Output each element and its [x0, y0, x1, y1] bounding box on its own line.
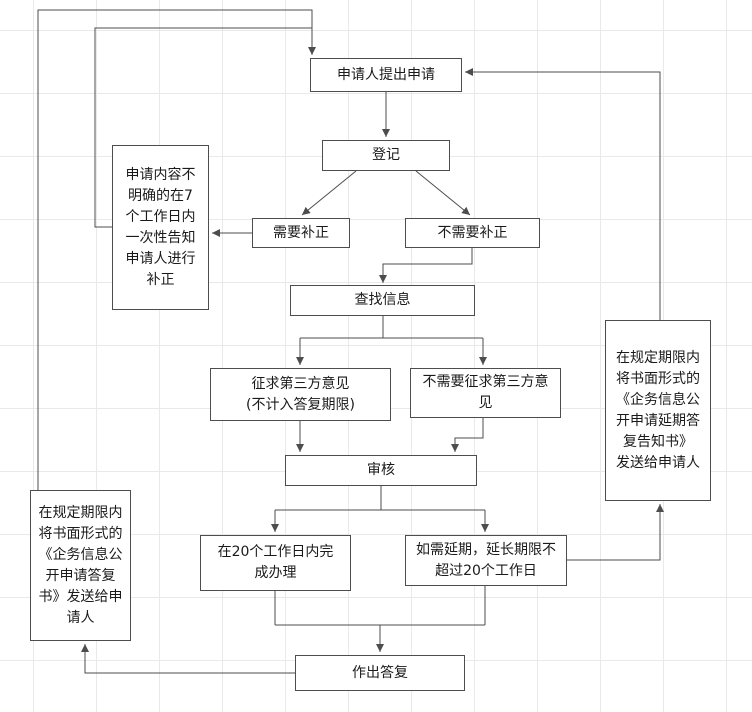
- flow-node-third-party-opinion[interactable]: 征求第三方意见 (不计入答复期限): [210, 368, 391, 421]
- edge-make-reply-to-reply-letter: [81, 644, 295, 674]
- flow-node-applicant-apply-label: 申请人提出申请: [337, 66, 435, 83]
- flow-node-no-correction-label: 不需要补正: [437, 224, 508, 241]
- edge-delay-letter-to-start: [465, 68, 661, 320]
- flow-node-reply-letter-note[interactable]: 在规定期限内 将书面形式的 《企务信息公 开申请答复 书》发送给申 请人: [30, 490, 131, 641]
- flow-node-make-reply[interactable]: 作出答复: [295, 655, 465, 691]
- flow-node-register-label: 登记: [372, 147, 400, 163]
- flow-node-delay-letter-note[interactable]: 在规定期限内 将书面形式的 《企务信息公 开申请延期答 复告知书》 发送给申请人: [605, 320, 711, 501]
- flow-node-reply-letter-note-label: 在规定期限内 将书面形式的 《企务信息公 开申请答复 书》发送给申 请人: [38, 504, 123, 626]
- edge-register-to-need-correction: [301, 170, 357, 216]
- edge-extension-to-delay-letter: [567, 504, 664, 561]
- flow-node-correction-notice[interactable]: 申请内容不 明确的在7 个工作日内 一次性告知 申请人进行 补正: [112, 145, 209, 310]
- flow-node-need-correction[interactable]: 需要补正: [252, 218, 350, 248]
- flow-node-extension-label: 如需延期，延长期限不 超过20个工作日: [416, 541, 556, 579]
- flow-node-no-third-party-opinion[interactable]: 不需要征求第三方意 见: [410, 368, 561, 418]
- flow-node-register[interactable]: 登记: [322, 140, 450, 171]
- flow-node-applicant-apply[interactable]: 申请人提出申请: [310, 58, 462, 92]
- flow-node-delay-letter-note-label: 在规定期限内 将书面形式的 《企务信息公 开申请延期答 复告知书》 发送给申请人: [616, 349, 700, 471]
- edge-reply-letter-to-start: [37, 9, 316, 490]
- flow-node-complete-20-days-label: 在20个工作日内完 成办理: [217, 544, 334, 581]
- flow-node-search-info[interactable]: 查找信息: [290, 285, 475, 316]
- flow-node-no-correction[interactable]: 不需要补正: [405, 218, 540, 248]
- flow-node-third-party-opinion-label: 征求第三方意见 (不计入答复期限): [246, 375, 355, 413]
- edge-no-third-party-to-review: [451, 418, 484, 452]
- flow-node-extension[interactable]: 如需延期，延长期限不 超过20个工作日: [405, 535, 567, 586]
- flow-node-search-info-label: 查找信息: [354, 292, 411, 308]
- flow-node-make-reply-label: 作出答复: [352, 664, 408, 681]
- edge-register-to-no-correction: [415, 170, 471, 216]
- flow-node-need-correction-label: 需要补正: [273, 224, 329, 241]
- flow-node-review[interactable]: 审核: [285, 455, 477, 486]
- flow-node-no-third-party-opinion-label: 不需要征求第三方意 见: [422, 374, 549, 411]
- edge-correction-notice-to-start: [94, 27, 312, 228]
- flow-node-review-label: 审核: [367, 462, 395, 478]
- flow-node-complete-20-days[interactable]: 在20个工作日内完 成办理: [200, 535, 351, 591]
- edge-no-correction-to-search-info: [379, 248, 473, 283]
- flow-node-correction-notice-label: 申请内容不 明确的在7 个工作日内 一次性告知 申请人进行 补正: [125, 166, 196, 288]
